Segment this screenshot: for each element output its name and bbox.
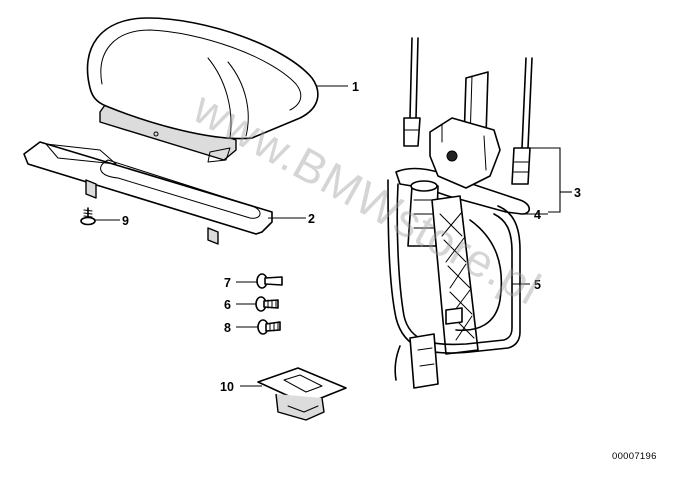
callout-8: 8 [224,321,231,335]
part-screw-6[interactable] [255,296,279,312]
callout-7: 7 [224,276,231,290]
leader-lines [95,85,572,387]
leader-3 [530,147,561,213]
part-screw-9[interactable] [80,207,96,226]
part-headrest-cushion[interactable] [86,17,319,163]
callout-3: 3 [574,186,581,200]
callout-2: 2 [308,212,315,226]
callout-6: 6 [224,298,231,312]
part-rivet-7[interactable] [256,273,283,289]
callout-labels: 1 2 3 4 5 6 7 8 9 10 [122,80,581,394]
callout-4: 4 [534,208,541,222]
callout-1: 1 [352,80,359,94]
callout-5: 5 [534,278,541,292]
part-trim-panel[interactable] [23,141,273,245]
callout-9: 9 [122,214,129,228]
part-screw-8[interactable] [257,319,281,335]
part-adjusting-frame[interactable] [387,37,533,389]
part-bezel-10[interactable] [257,367,347,421]
reference-code: 00007196 [612,451,657,462]
callout-10: 10 [220,380,234,394]
